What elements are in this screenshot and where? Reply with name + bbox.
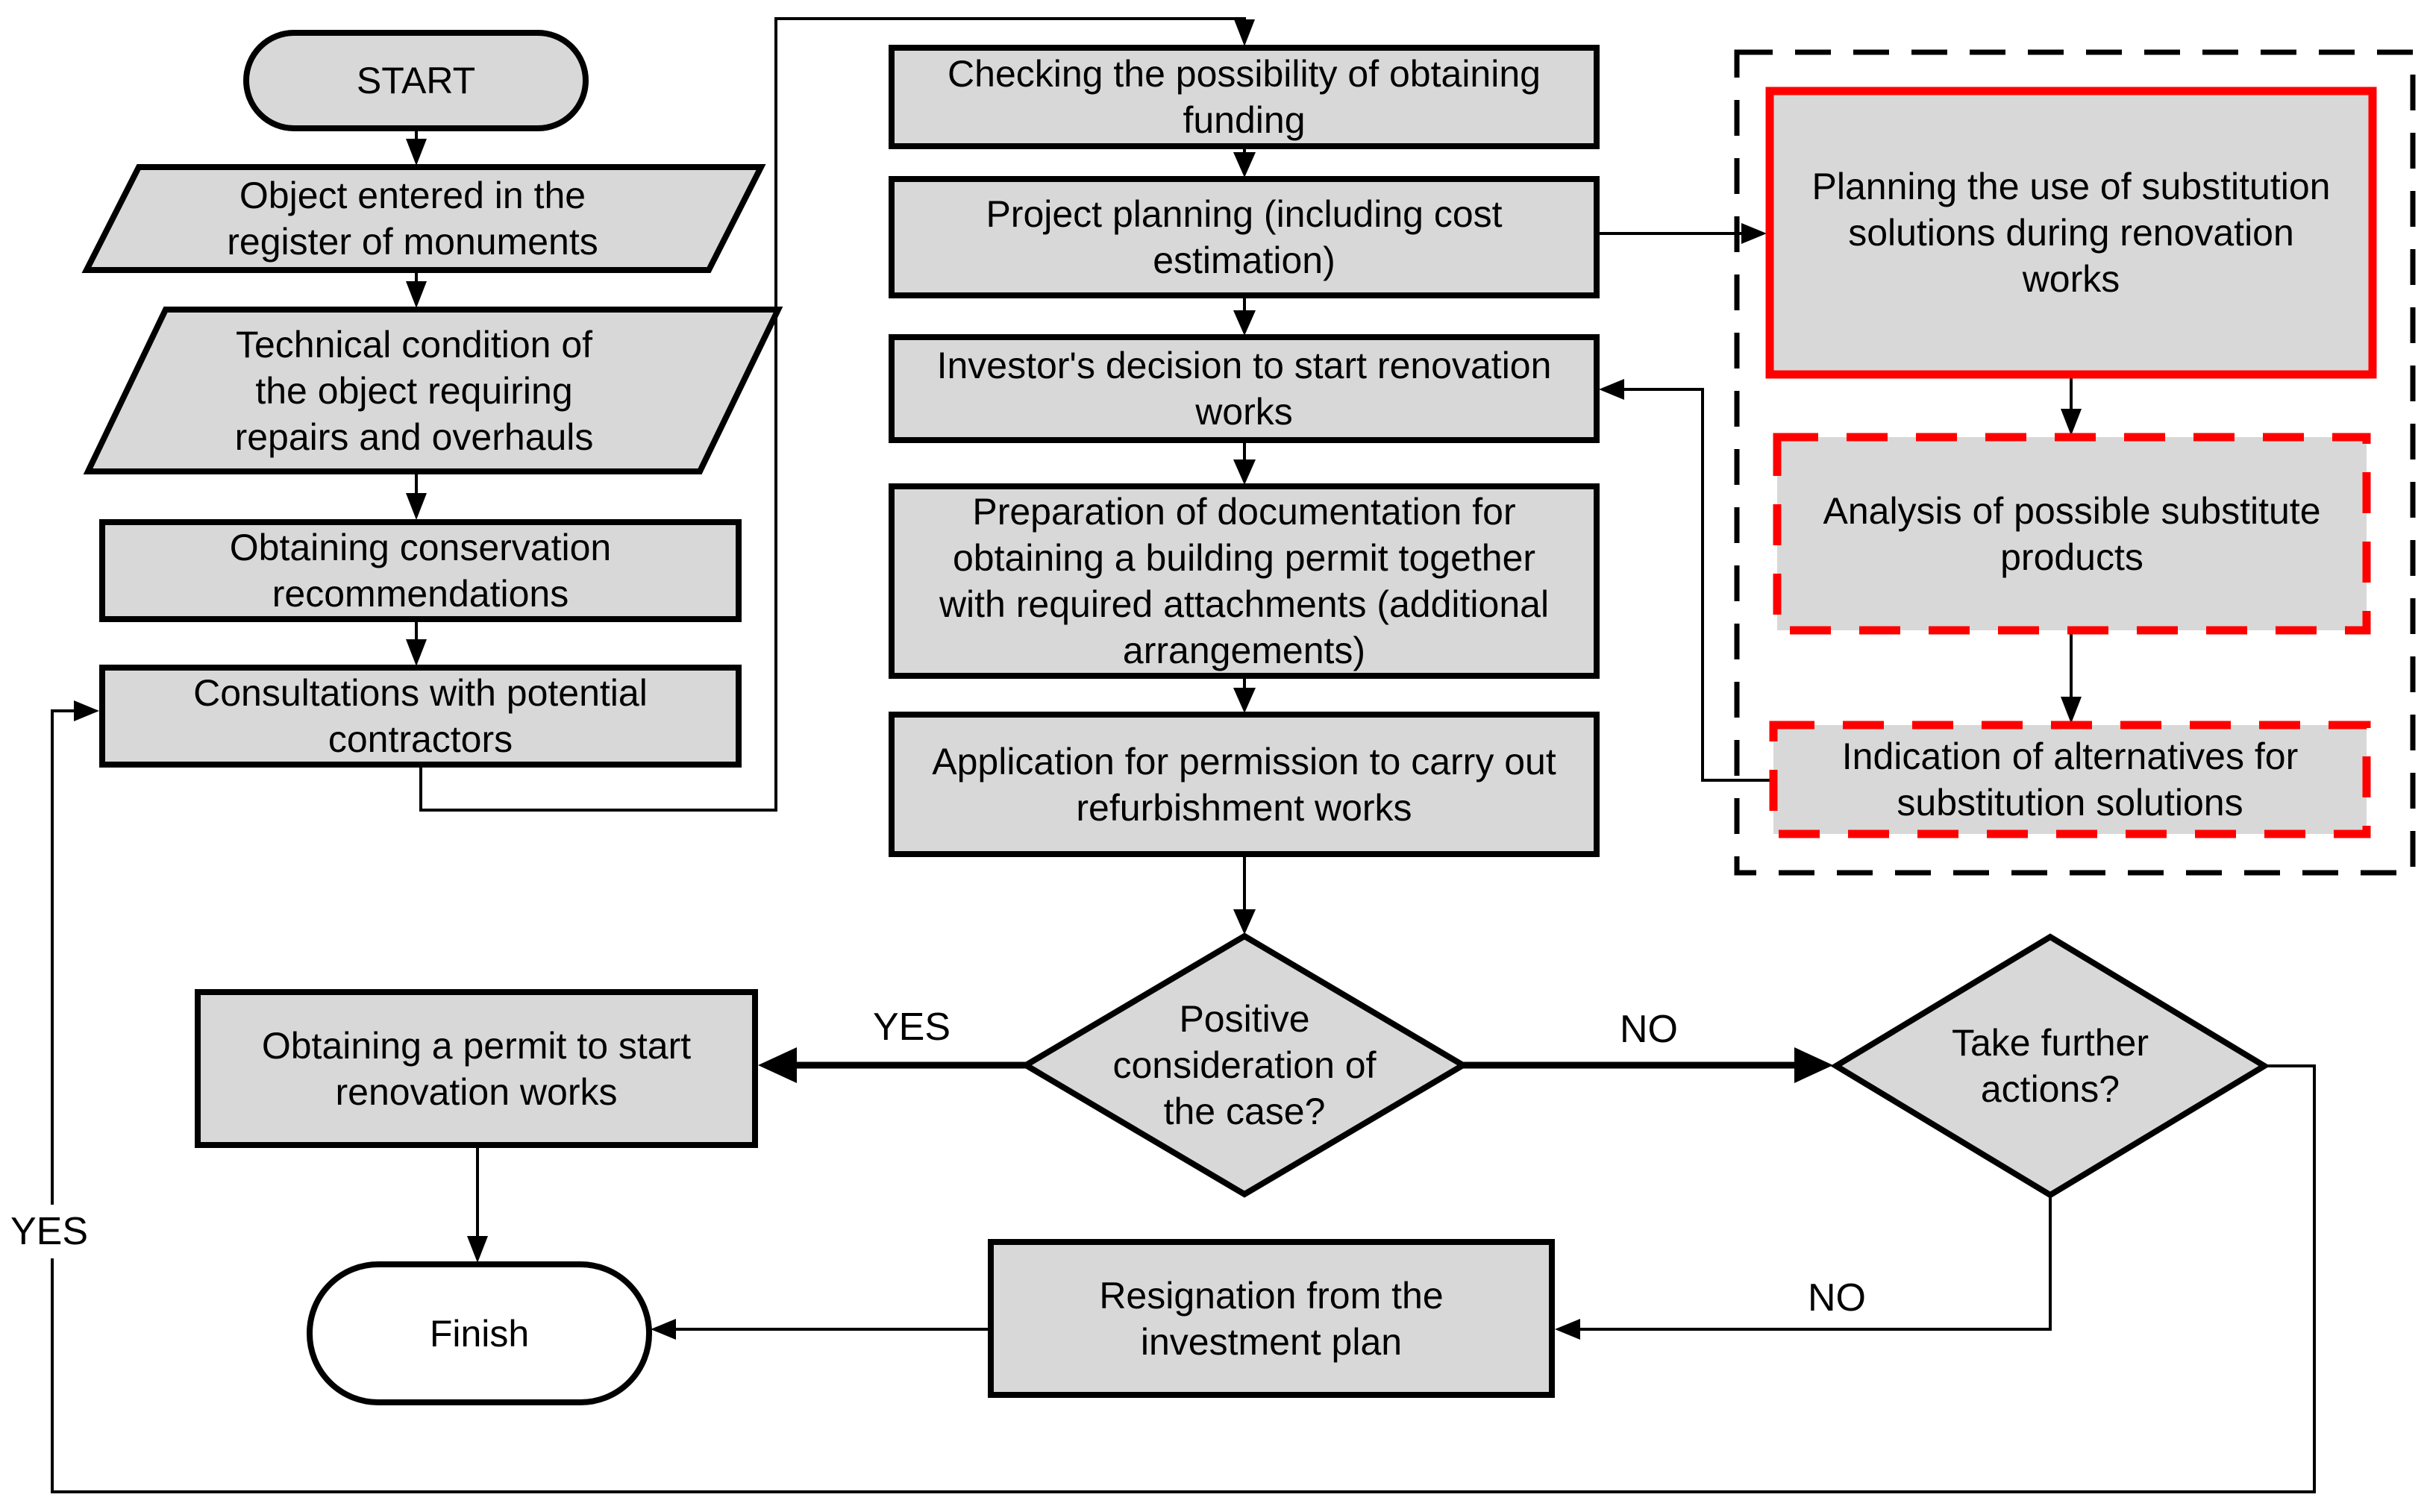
arrowhead-investor-feedback: [1599, 379, 1624, 400]
arrowhead-checking: [1234, 19, 1255, 46]
start-node-shape: [243, 30, 589, 131]
resignation-shape: [988, 1239, 1555, 1398]
arrowhead-conservation: [406, 493, 427, 520]
arrowhead-application: [1233, 688, 1256, 713]
arrowhead-preparation: [1233, 459, 1256, 485]
arrowhead-finish: [467, 1236, 488, 1263]
positive-consideration-shape: [1020, 932, 1469, 1198]
arrowhead-indication: [2061, 697, 2082, 724]
substitution-group-frame: [1734, 49, 2416, 876]
technical-condition-shape: [83, 307, 783, 474]
planning-substitution-shape: [1765, 87, 2377, 379]
arrowhead-consultations-loop: [74, 700, 99, 721]
checking-funding-shape: [889, 45, 1600, 149]
obtaining-permit-shape: [195, 989, 758, 1148]
project-planning-shape: [889, 176, 1600, 298]
arrowhead-decision: [1233, 909, 1256, 935]
edge-no-resignation: [1580, 1195, 2052, 1331]
arrowhead-object: [406, 139, 427, 166]
arrowhead-project: [1233, 152, 1256, 178]
take-further-actions-shape: [1830, 933, 2270, 1199]
indication-alternatives-shape: [1769, 721, 2371, 838]
arrowhead-investor: [1233, 310, 1256, 336]
arrowhead-analysis: [2061, 409, 2082, 436]
preparation-docs-shape: [889, 483, 1600, 679]
object-entered-shape: [81, 164, 766, 273]
edge-yes-loop: [51, 709, 2316, 1493]
application-permission-shape: [889, 712, 1600, 857]
edge-indication-investor: [1624, 388, 1773, 782]
obtaining-conservation-shape: [99, 519, 742, 622]
finish-node-shape: [307, 1261, 652, 1405]
edge-consultations-checking: [419, 17, 1246, 812]
investor-decision-shape: [889, 334, 1600, 443]
arrowhead-technical: [406, 281, 427, 308]
arrowhead-substitution: [1741, 223, 1767, 244]
analysis-substitute-shape: [1773, 433, 2371, 635]
arrowhead-permit: [758, 1047, 797, 1083]
arrowhead-finish-left: [651, 1319, 676, 1340]
arrowhead-resignation: [1555, 1319, 1580, 1340]
arrowhead-consultations: [406, 639, 427, 666]
arrowhead-take-actions: [1794, 1047, 1833, 1083]
consultations-shape: [99, 665, 742, 768]
